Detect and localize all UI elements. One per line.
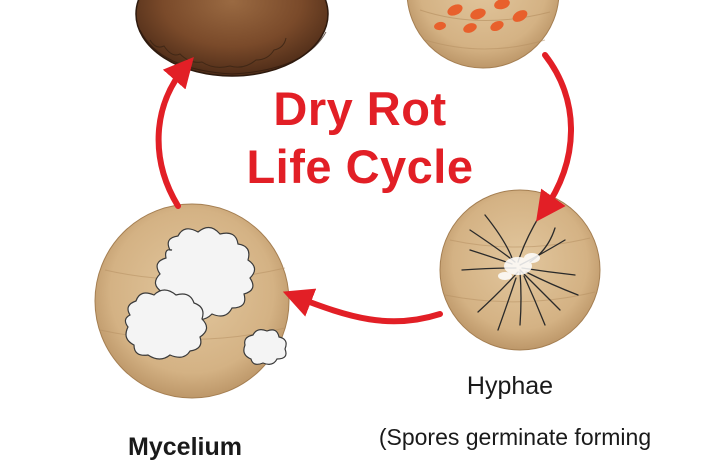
arrow-mycelium-to-fruiting-body <box>155 56 194 209</box>
stage-label-mycelium: Mycelium <box>128 433 242 461</box>
diagram-title: Dry Rot Life Cycle <box>190 82 530 194</box>
hyphae-icon <box>439 189 601 351</box>
mycelium-icon <box>94 203 290 399</box>
fruiting-body-icon <box>135 0 329 77</box>
arrow-hyphae-to-mycelium <box>282 288 443 325</box>
title-line-1: Dry Rot <box>273 82 447 135</box>
stage-label-hyphae: Hyphae <box>466 372 554 400</box>
title-line-2: Life Cycle <box>246 140 474 193</box>
spores-icon <box>406 0 560 69</box>
dry-rot-cycle-diagram <box>94 0 601 399</box>
cycle-arrows <box>155 52 574 325</box>
stage-description-hyphae: (Spores germinate forming <box>378 424 652 450</box>
arrow-spores-to-hyphae <box>536 52 574 222</box>
